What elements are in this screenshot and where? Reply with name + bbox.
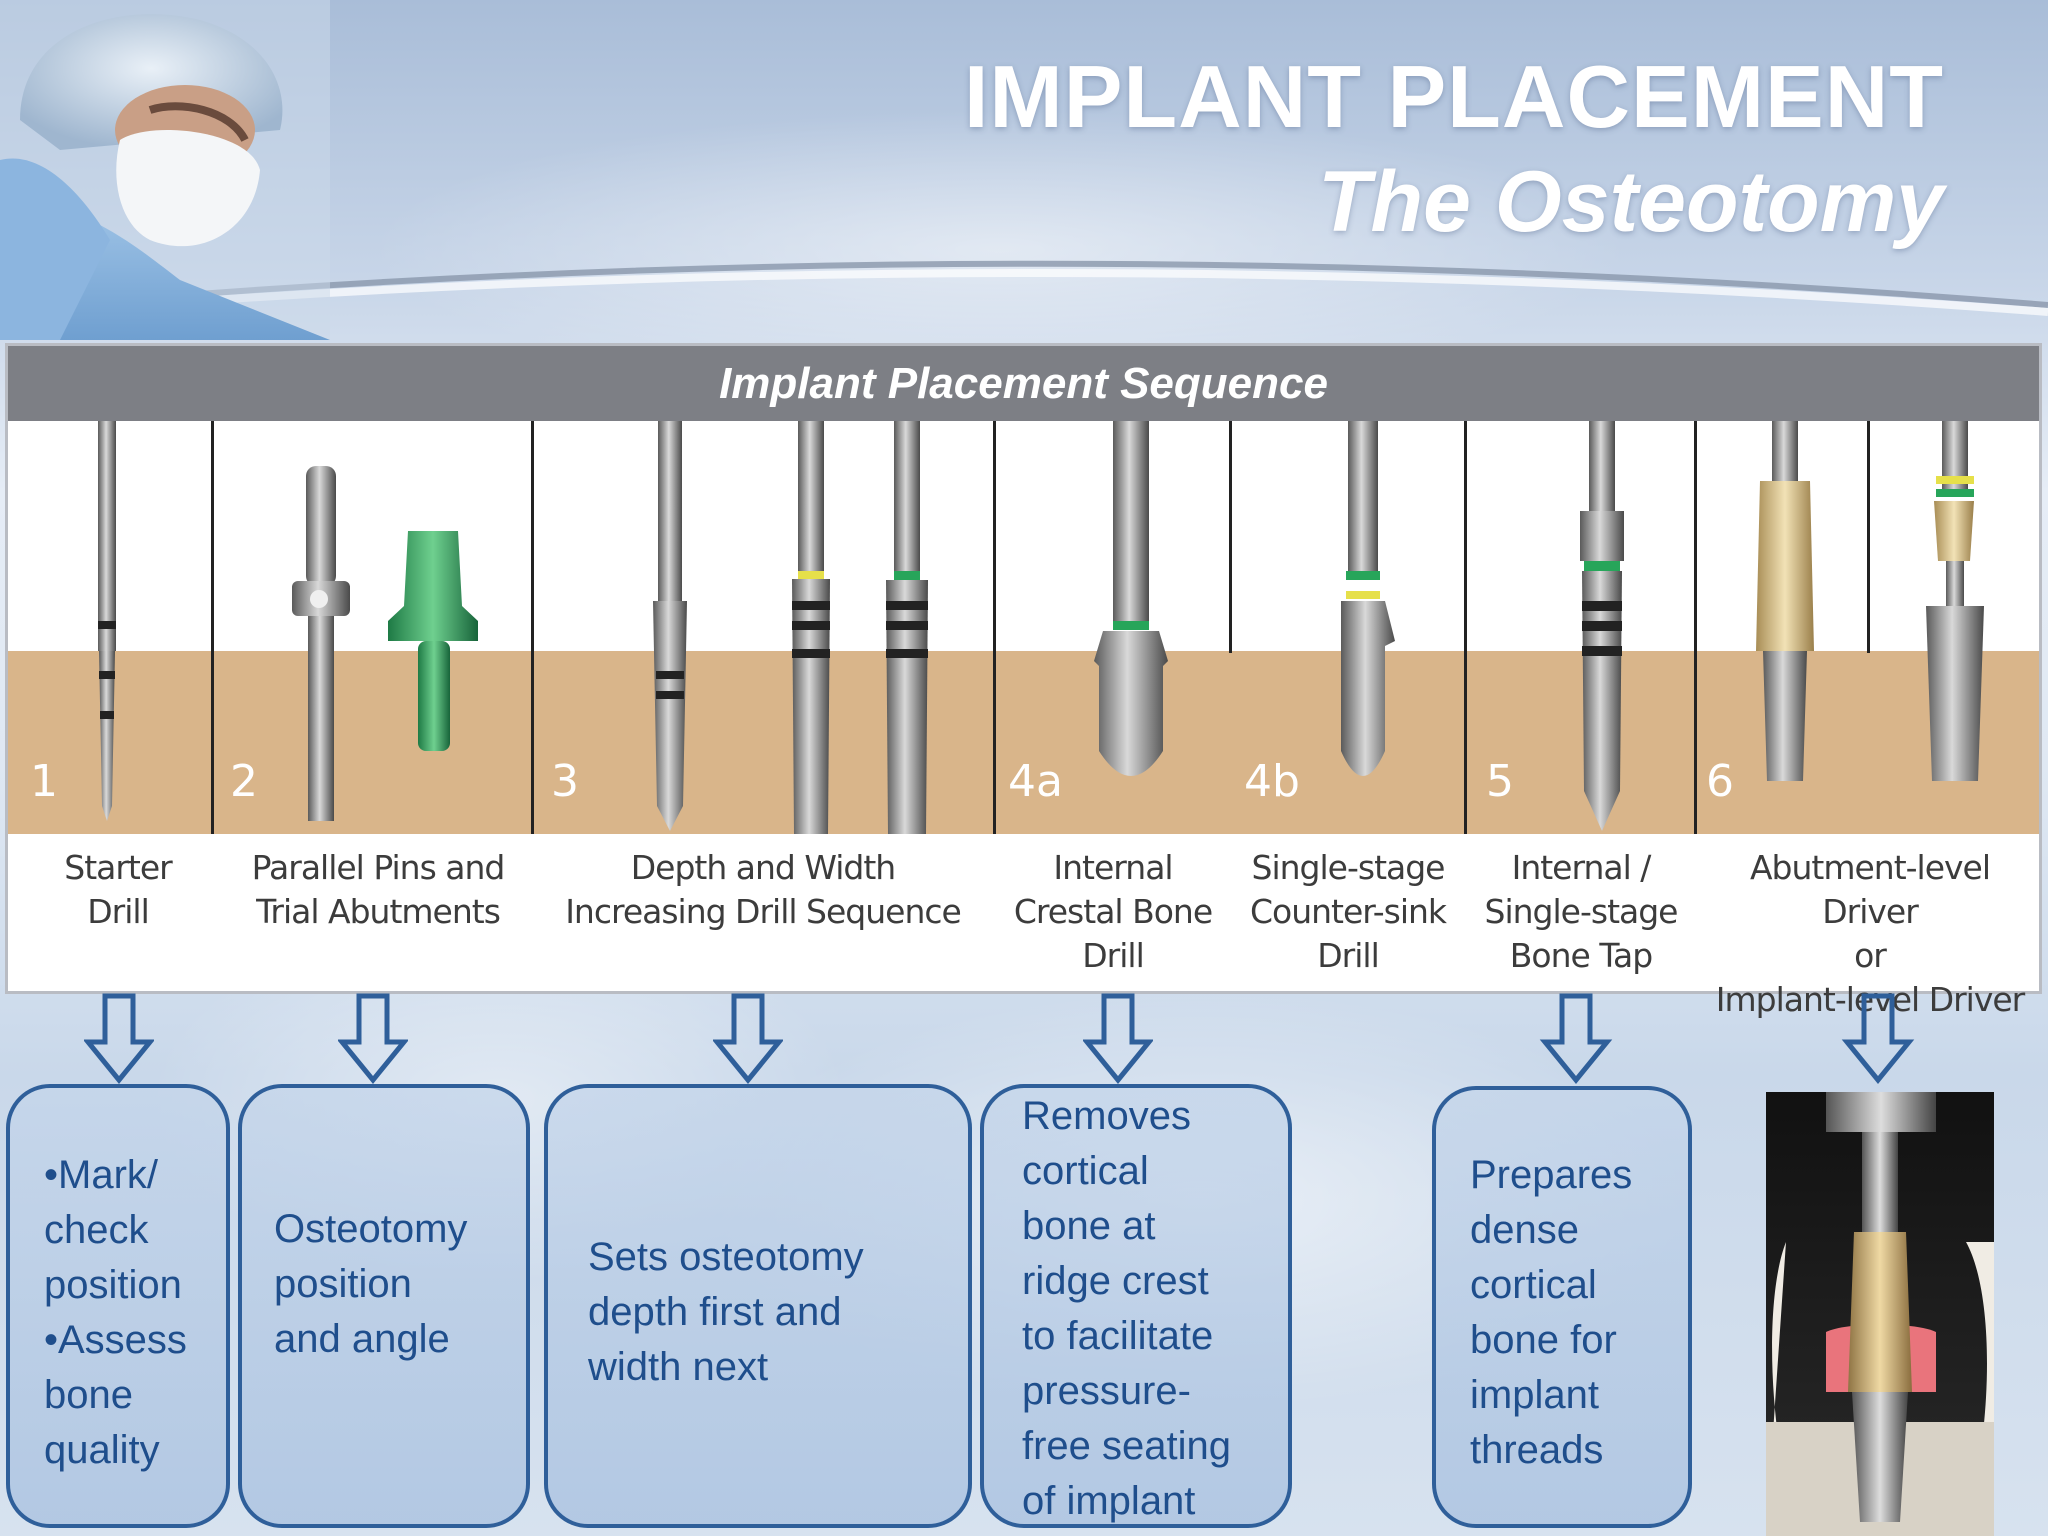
step-number: 6 <box>1706 756 1734 807</box>
step-number: 4a <box>1008 756 1063 807</box>
step-caption: Parallel Pins and Trial Abutments <box>218 846 538 934</box>
column-divider <box>1464 421 1467 834</box>
column-divider <box>1229 421 1232 653</box>
description-box-bone-tap: Prepares dense cortical bone for implant… <box>1432 1086 1692 1528</box>
box-line: threads <box>1470 1428 1604 1472</box>
caption-line: Starter <box>64 848 173 887</box>
box-line: to facilitate <box>1022 1314 1214 1358</box>
box-line: cortical <box>1022 1149 1149 1193</box>
box-line: •Assess <box>44 1318 187 1362</box>
page-title: IMPLANT PLACEMENT <box>963 47 1944 146</box>
caption-line: Abutment-level Driver <box>1749 848 1991 931</box>
bone-band <box>8 651 2039 834</box>
step-number: 4b <box>1244 756 1300 807</box>
step-caption: Starter Drill <box>28 846 208 934</box>
column-divider <box>993 421 996 834</box>
caption-line: Drill <box>1317 936 1379 975</box>
down-arrow-icon <box>1841 993 1915 1084</box>
step-caption: Abutment-level Driver or Implant-level D… <box>1698 846 2042 1022</box>
step-caption: Depth and Width Increasing Drill Sequenc… <box>533 846 993 934</box>
box-line: quality <box>44 1428 160 1472</box>
box-line: depth first and <box>588 1290 842 1334</box>
box-line: cortical <box>1470 1263 1597 1307</box>
caption-line: Drill <box>1082 936 1144 975</box>
box-line: pressure- <box>1022 1369 1191 1413</box>
down-arrow-icon <box>1539 993 1613 1084</box>
step-number: 1 <box>30 756 58 807</box>
box-line: bone at <box>1022 1204 1156 1248</box>
page-subtitle: The Osteotomy <box>1318 154 1944 250</box>
box-line: Prepares <box>1470 1153 1633 1197</box>
box-line: bone <box>44 1373 133 1417</box>
column-divider <box>211 421 214 834</box>
caption-line: or <box>1854 936 1887 975</box>
box-line: Removes <box>1022 1094 1191 1138</box>
caption-line: Bone Tap <box>1509 936 1653 975</box>
box-line: •Mark/ <box>44 1153 159 1197</box>
description-box-cortical-removal: Removes cortical bone at ridge crest to … <box>980 1084 1292 1528</box>
down-arrow-icon <box>1083 993 1153 1084</box>
step-caption: Internal Crestal Bone Drill <box>998 846 1228 978</box>
box-line: position <box>44 1263 182 1307</box>
step-number: 3 <box>551 756 579 807</box>
description-box-osteotomy-position: Osteotomy position and angle <box>238 1084 530 1528</box>
box-line: check <box>44 1208 149 1252</box>
figure-header: Implant Placement Sequence <box>8 346 2039 421</box>
caption-line: Internal <box>1053 848 1173 887</box>
step-caption: Internal / Single-stage Bone Tap <box>1468 846 1694 978</box>
box-line: width next <box>588 1345 769 1389</box>
column-divider <box>1694 421 1697 834</box>
box-line: bone for <box>1470 1318 1617 1362</box>
title-block: IMPLANT PLACEMENT The Osteotomy <box>964 42 1944 252</box>
box-line: ridge crest <box>1022 1259 1209 1303</box>
box-line: of implant <box>1022 1479 1196 1523</box>
box-line: implant <box>1470 1373 1599 1417</box>
caption-line: Trial Abutments <box>256 892 501 931</box>
caption-line: Crestal Bone <box>1013 892 1213 931</box>
down-arrow-icon <box>713 993 783 1084</box>
column-divider <box>1867 421 1870 653</box>
down-arrow-icon <box>338 993 408 1084</box>
caption-line: Implant-level Driver <box>1715 980 2026 1019</box>
caption-line: Drill <box>87 892 149 931</box>
caption-line: Increasing Drill Sequence <box>565 892 962 931</box>
caption-line: Single-stage <box>1251 848 1446 887</box>
surgeon-photo <box>0 0 330 340</box>
caption-line: Internal / <box>1511 848 1652 887</box>
box-line: dense <box>1470 1208 1579 1252</box>
implant-in-jaw-image <box>1766 1092 1994 1536</box>
drill-tools-illustration <box>98 421 1984 834</box>
step-number: 2 <box>230 756 258 807</box>
description-box-depth-width: Sets osteotomy depth first and width nex… <box>544 1084 972 1528</box>
column-divider <box>531 421 534 834</box>
caption-line: Depth and Width <box>630 848 896 887</box>
box-line: and angle <box>274 1317 450 1361</box>
box-line: free seating <box>1022 1424 1232 1468</box>
caption-line: Counter-sink <box>1249 892 1447 931</box>
step-caption: Single-stage Counter-sink Drill <box>1233 846 1463 978</box>
step-number: 5 <box>1486 756 1514 807</box>
box-line: position <box>274 1262 412 1306</box>
caption-line: Single-stage <box>1484 892 1679 931</box>
box-line: Osteotomy <box>274 1207 468 1251</box>
down-arrow-icon <box>84 993 154 1084</box>
caption-line: Parallel Pins and <box>251 848 506 887</box>
description-box-mark-position: •Mark/ check position •Assess bone quali… <box>6 1084 230 1528</box>
implant-sequence-figure: Implant Placement Sequence <box>5 343 2042 1019</box>
box-line: Sets osteotomy <box>588 1235 864 1279</box>
